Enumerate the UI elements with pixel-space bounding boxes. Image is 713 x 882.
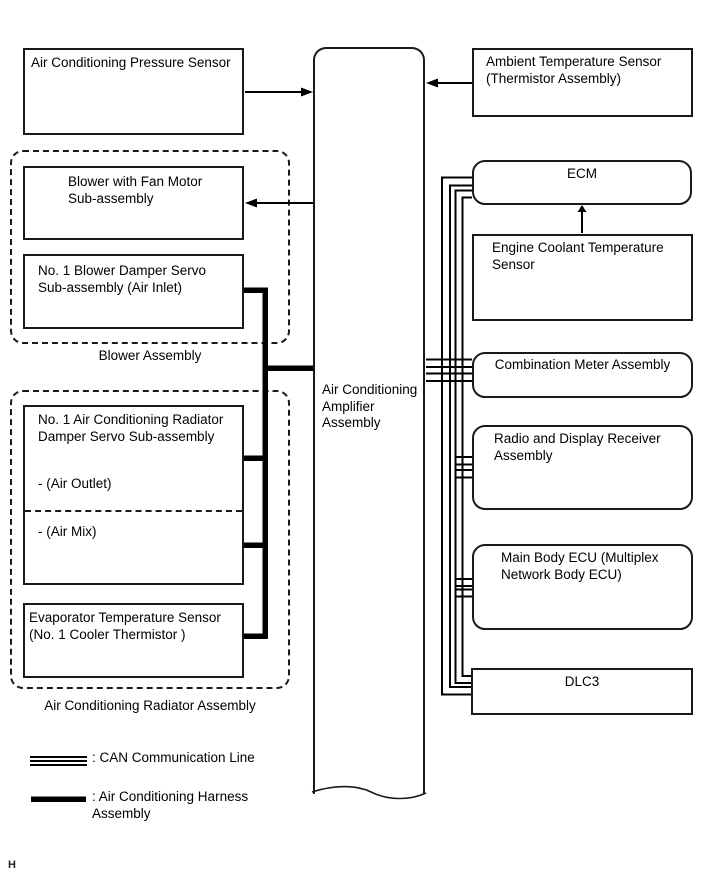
box-blower-damper-servo: No. 1 Blower Damper Servo Sub-assembly (… bbox=[23, 254, 244, 329]
legend-can-label: : CAN Communication Line bbox=[92, 750, 255, 765]
can-bus-lines bbox=[426, 176, 472, 696]
air-mix-label: - (Air Mix) bbox=[38, 524, 97, 539]
box-ecm: ECM bbox=[472, 160, 692, 205]
arrow-ambient-to-amplifier bbox=[426, 78, 472, 88]
radiator-assembly-caption: Air Conditioning Radiator Assembly bbox=[44, 698, 256, 713]
air-outlet-air-mix-divider bbox=[25, 510, 242, 512]
air-outlet-label: - (Air Outlet) bbox=[38, 476, 112, 491]
legend-harness-label: : Air Conditioning Harness Assembly bbox=[92, 789, 249, 821]
legend-can-symbol bbox=[30, 755, 87, 767]
box-combination-meter: Combination Meter Assembly bbox=[472, 352, 693, 398]
box-dlc3: DLC3 bbox=[471, 668, 693, 715]
ac-amplifier-assembly-label: Air Conditioning Amplifier Assembly bbox=[322, 382, 418, 430]
radiator-assembly-group bbox=[10, 390, 290, 689]
box-radiator-damper-servo: No. 1 Air Conditioning Radiator Damper S… bbox=[23, 405, 244, 585]
page-marker: H bbox=[8, 859, 16, 871]
box-engine-coolant-temp-sensor: Engine Coolant Temperature Sensor bbox=[472, 234, 693, 321]
arrow-pressure-to-amplifier bbox=[245, 87, 313, 97]
box-main-body-ecu: Main Body ECU (Multiplex Network Body EC… bbox=[472, 544, 693, 630]
arrow-coolant-to-ecm bbox=[577, 205, 587, 233]
box-evaporator-temp-sensor: Evaporator Temperature Sensor (No. 1 Coo… bbox=[23, 603, 244, 678]
radiator-damper-servo-label: No. 1 Air Conditioning Radiator Damper S… bbox=[38, 412, 224, 444]
blower-assembly-group bbox=[10, 150, 290, 344]
box-ambient-temp-sensor: Ambient Temperature Sensor (Thermistor A… bbox=[472, 48, 693, 117]
box-radio-display-receiver: Radio and Display Receiver Assembly bbox=[472, 425, 693, 510]
blower-assembly-caption: Blower Assembly bbox=[98, 348, 202, 363]
box-ac-pressure-sensor: Air Conditioning Pressure Sensor bbox=[23, 48, 244, 135]
box-ac-amplifier-assembly bbox=[313, 47, 425, 794]
box-blower-fan-motor: Blower with Fan Motor Sub-assembly bbox=[23, 166, 244, 240]
